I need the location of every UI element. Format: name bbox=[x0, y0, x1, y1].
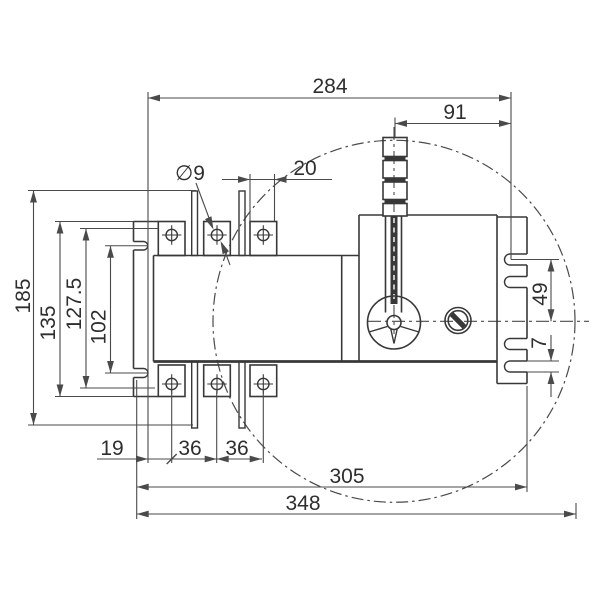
dial-needle bbox=[390, 328, 398, 344]
dim-label-body-width: 305 bbox=[329, 465, 364, 488]
dim-label-overall-height: 185 bbox=[12, 278, 35, 313]
dial-spokes bbox=[368, 325, 420, 333]
right-terminal-plate bbox=[497, 216, 528, 385]
extension-lines bbox=[28, 92, 577, 519]
dim-label-edge-to-hole: 19 bbox=[100, 437, 123, 460]
dim-label-hole-pitch-1: 36 bbox=[178, 437, 201, 460]
mounting-holes bbox=[162, 225, 273, 394]
blade-terminals bbox=[190, 190, 246, 429]
screw-head bbox=[444, 306, 472, 335]
dim-label-plate-height: 135 bbox=[37, 305, 60, 340]
dim-label-slot-spacing: 102 bbox=[88, 309, 111, 344]
dimension-tick bbox=[166, 453, 178, 465]
dim-label-hole-pitch-2: 36 bbox=[225, 437, 248, 460]
screw-slot bbox=[449, 312, 467, 329]
dim-label-handle-offset: 91 bbox=[443, 101, 466, 124]
dim-label-slot-width: 7 bbox=[528, 337, 551, 349]
dim-label-hole-diameter: ∅9 bbox=[175, 162, 205, 185]
left-mounting-plate bbox=[132, 220, 159, 398]
drive-shaft bbox=[384, 216, 403, 313]
dimension-lines bbox=[32, 97, 576, 515]
swing-radius-phantom-circle bbox=[212, 139, 576, 503]
dim-label-overall-width: 348 bbox=[285, 492, 320, 515]
handle-stack bbox=[382, 136, 408, 217]
dial-hub bbox=[386, 314, 402, 331]
dimension-arrows bbox=[30, 94, 576, 518]
dimension-labels: 284 91 ∅9 20 185 135 127.5 102 49 7 19 3… bbox=[12, 75, 552, 515]
terminal-slots bbox=[503, 253, 527, 373]
terminal-brackets bbox=[157, 220, 278, 398]
rotary-dial bbox=[366, 295, 422, 350]
dim-label-step-height: 127.5 bbox=[63, 278, 86, 331]
dim-label-top-width: 284 bbox=[312, 75, 347, 98]
body-blocks bbox=[152, 214, 498, 384]
dim-label-bracket-width: 20 bbox=[293, 157, 316, 180]
dial-circle bbox=[366, 295, 422, 350]
dim-label-slot-to-center: 49 bbox=[529, 282, 552, 305]
